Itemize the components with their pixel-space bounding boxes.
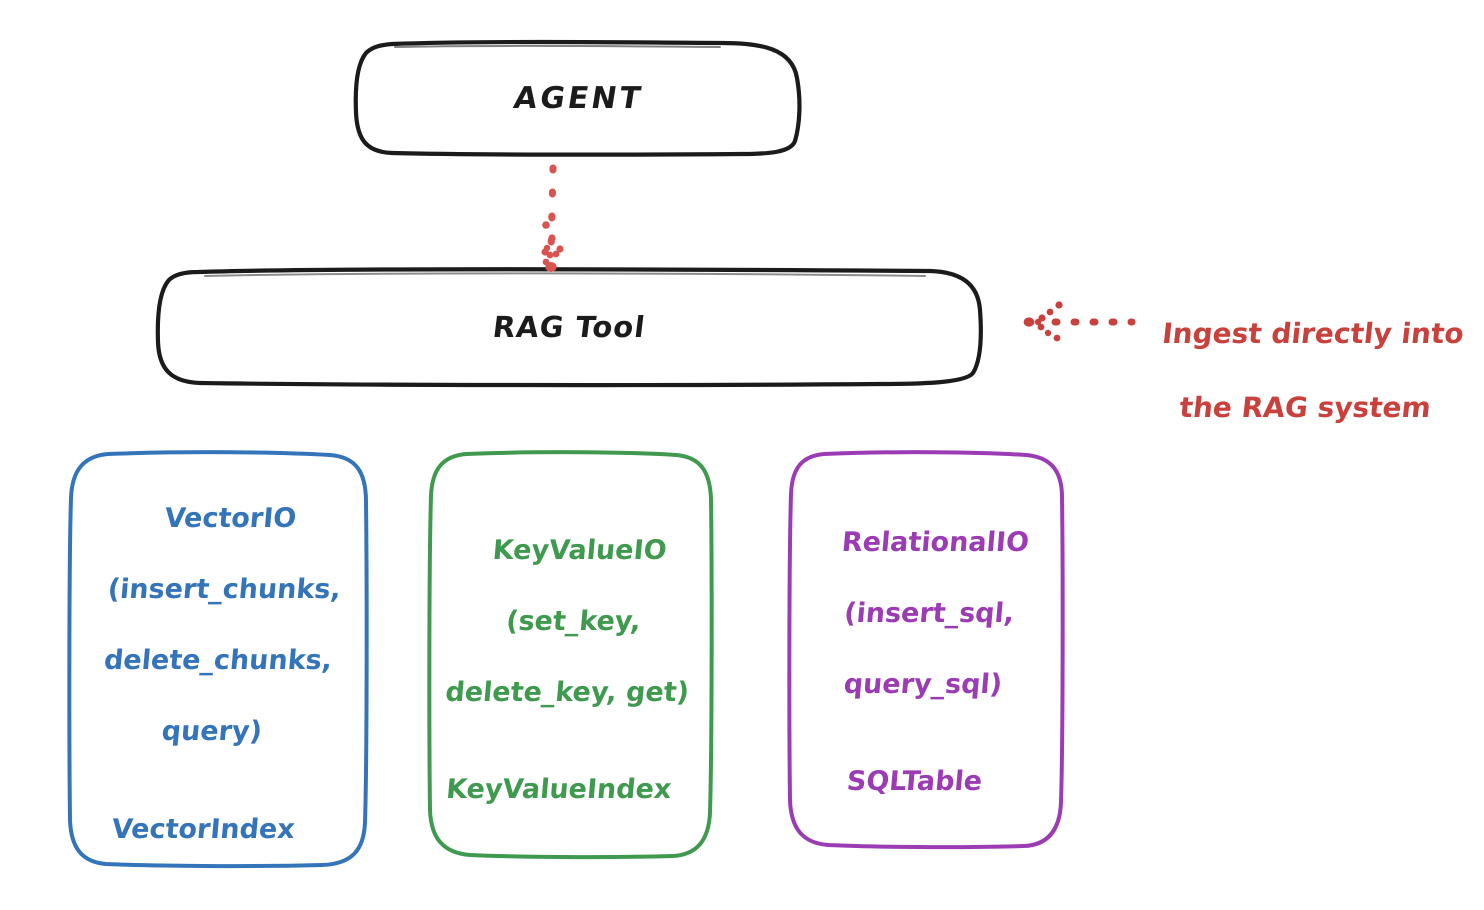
vector-io-line-3: delete_chunks, [102, 645, 334, 676]
key-value-io-text-block: KeyValueIO (set_key, delete_key, get) Ke… [435, 497, 706, 808]
ingest-annotation-line-1: Ingest directly into [1160, 316, 1466, 350]
key-value-io-gap [441, 710, 687, 736]
vector-io-box-outline [67, 450, 369, 869]
vector-io-line-4: query) [160, 716, 264, 748]
node-relational-io[interactable]: RelationalIO (insert_sql, query_sql) SQL… [790, 452, 1063, 845]
vector-io-gap [92, 750, 327, 776]
node-agent[interactable]: AGENT [355, 42, 801, 154]
node-vector-io[interactable]: VectorIO (insert_chunks, delete_chunks, … [70, 452, 367, 866]
node-key-value-io[interactable]: KeyValueIO (set_key, delete_key, get) Ke… [430, 452, 711, 856]
key-value-io-box-outline [427, 450, 714, 860]
node-rag-tool[interactable]: RAG Tool [157, 270, 981, 384]
vector-io-text-block: VectorIO (insert_chunks, delete_chunks, … [85, 465, 351, 847]
ingest-annotation: Ingest directly into the RAG system [1138, 279, 1484, 427]
agent-label: AGENT [510, 80, 646, 116]
relational-io-line-1: RelationalIO [840, 526, 1031, 558]
key-value-io-line-3: delete_key, get) [443, 676, 691, 708]
relational-io-gap [826, 703, 1015, 729]
ingest-dotted-arrow [1023, 301, 1136, 342]
relational-io-line-2: (insert_sql, [842, 597, 1016, 629]
ingest-annotation-line-2: the RAG system [1177, 390, 1433, 424]
relational-io-line-4: SQLTable [845, 766, 984, 798]
agent-to-rag-dotted-arrow [541, 164, 564, 272]
agent-box-outline [353, 39, 802, 157]
vector-io-line-1: VectorIO [163, 502, 298, 534]
relational-io-text-block: RelationalIO (insert_sql, query_sql) SQL… [819, 489, 1033, 800]
vector-io-line-5: VectorIndex [110, 813, 297, 845]
key-value-io-line-2: (set_key, [504, 605, 642, 637]
key-value-io-line-4: KeyValueIndex [444, 773, 673, 805]
relational-io-box-outline [787, 450, 1065, 850]
rag-tool-box-outline [155, 267, 983, 388]
vector-io-line-2: (insert_chunks, [106, 573, 343, 605]
relational-io-line-3: query_sql) [842, 669, 1004, 701]
rag-tool-label: RAG Tool [490, 310, 648, 344]
key-value-io-line-1: KeyValueIO [491, 534, 668, 566]
